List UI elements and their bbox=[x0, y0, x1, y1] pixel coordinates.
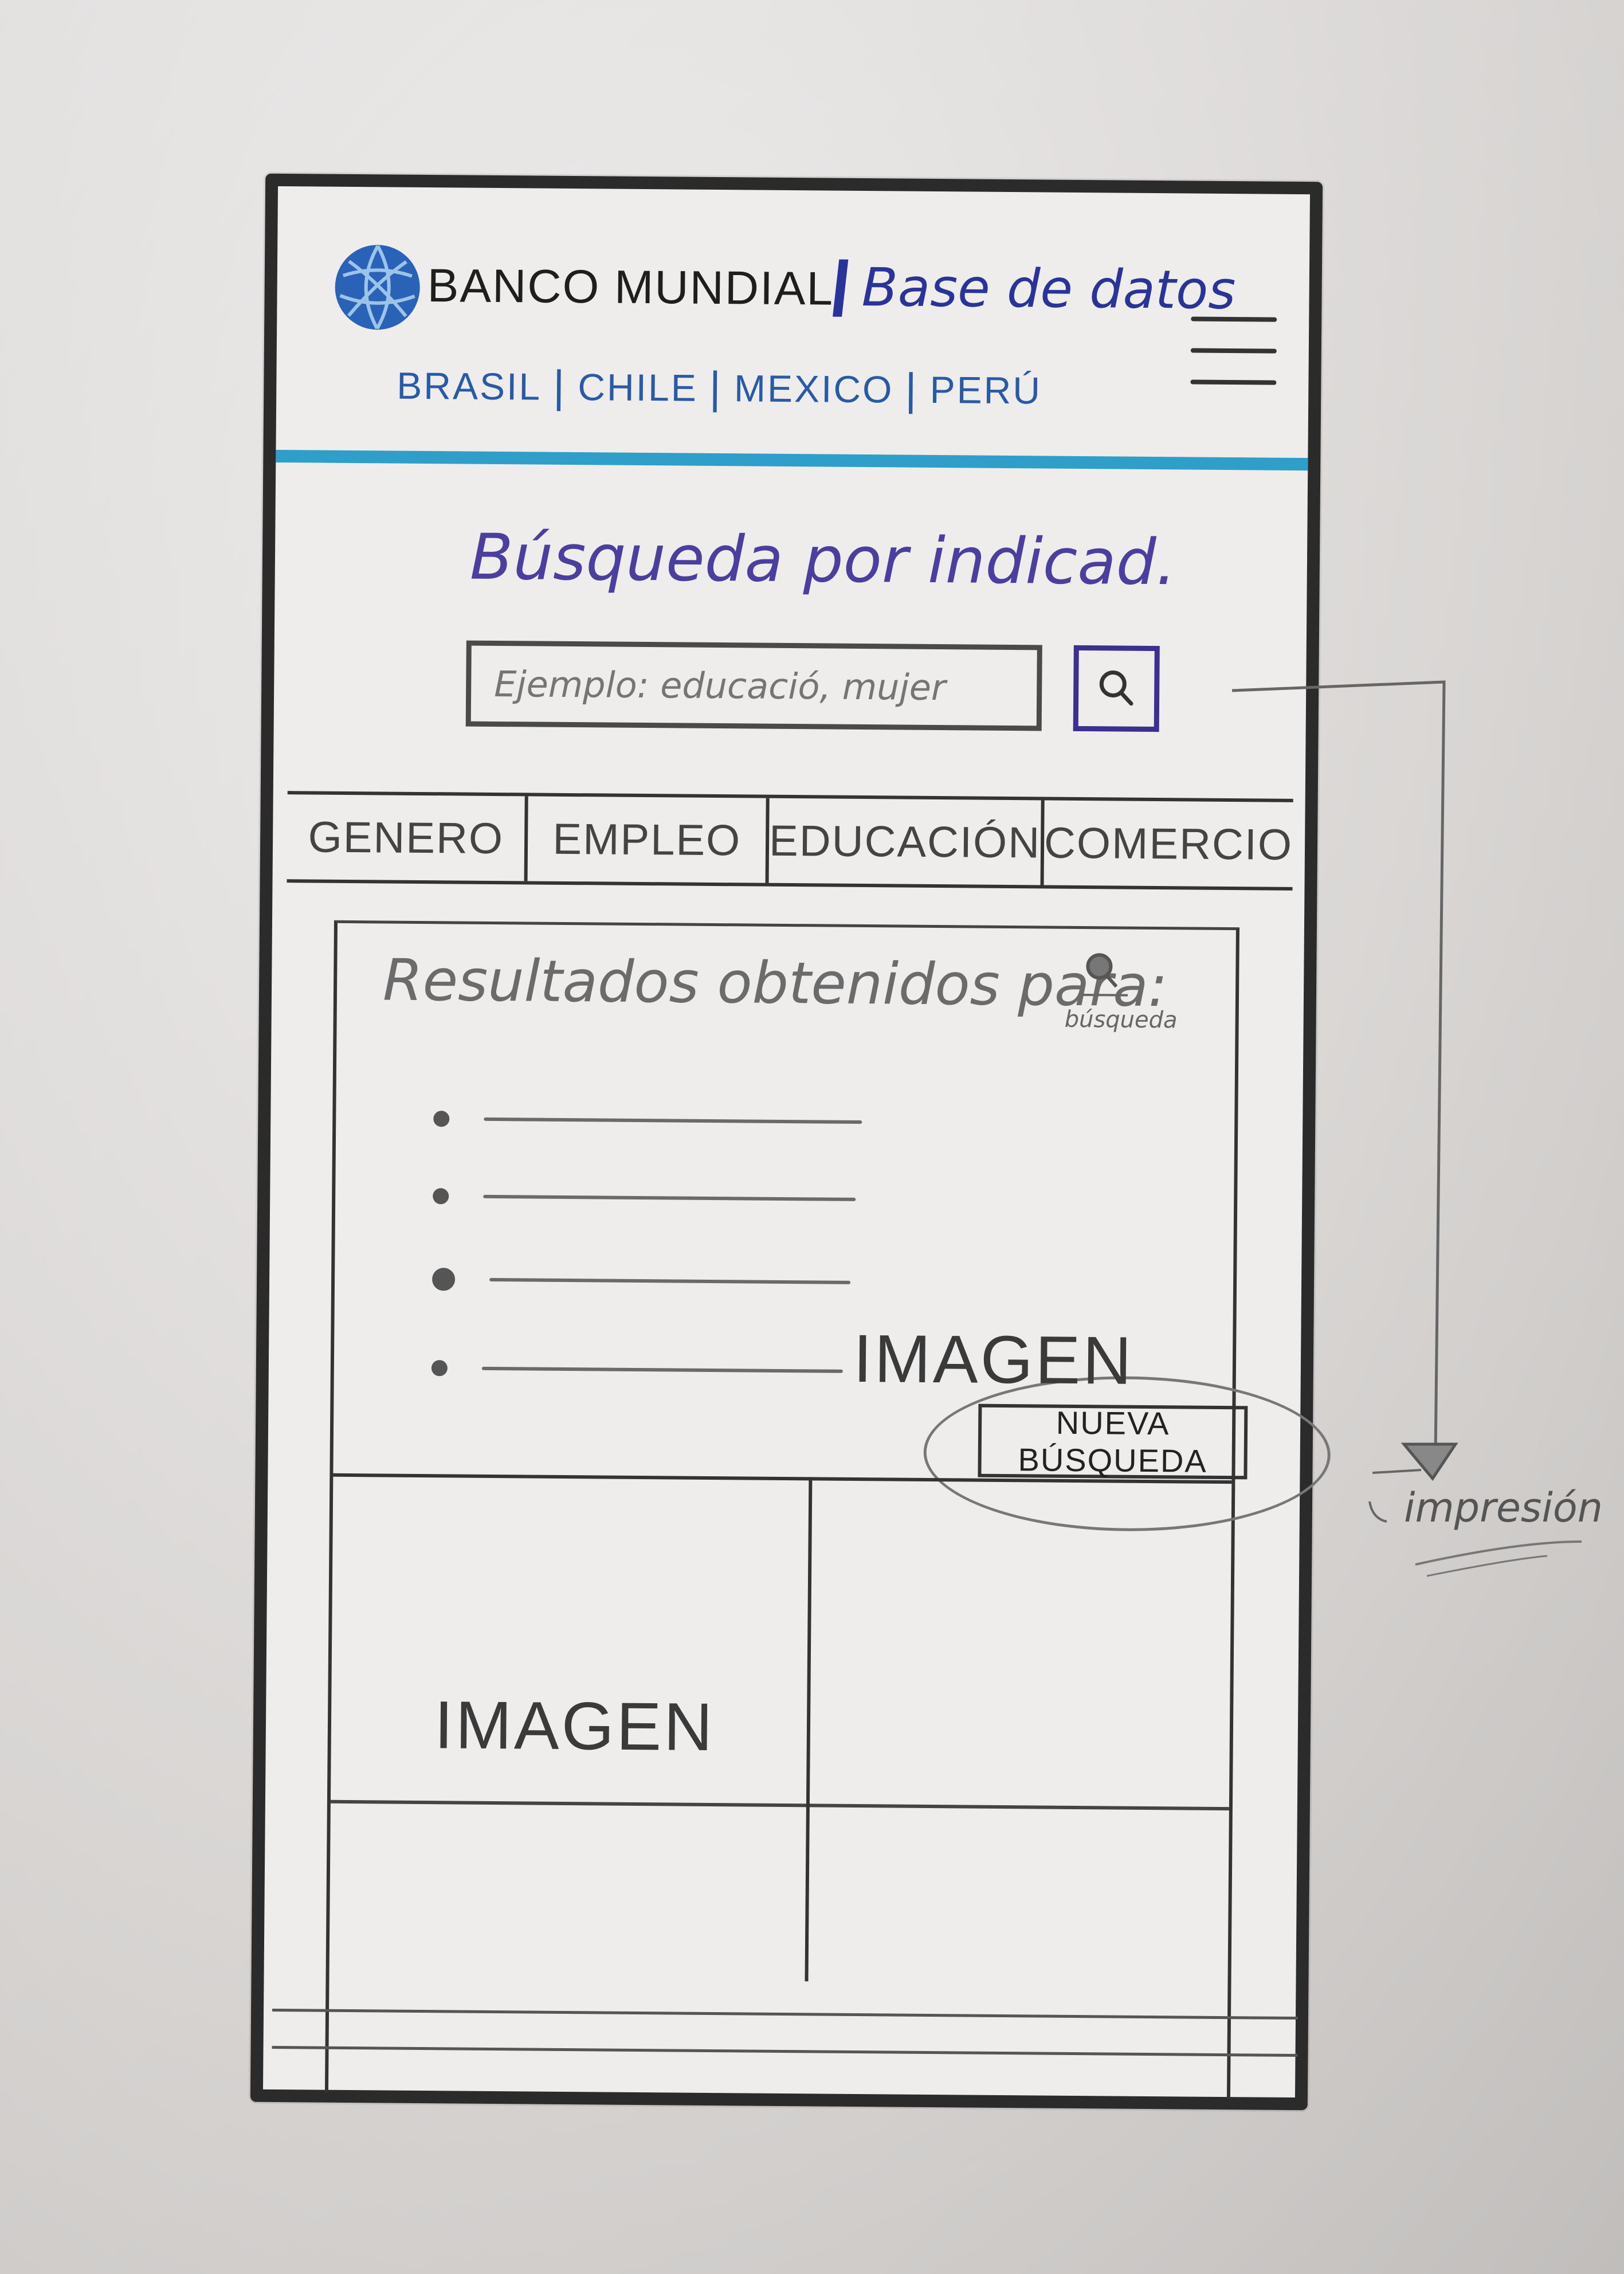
results-panel: Resultados obtenidos para: búsqueda NUEV… bbox=[324, 920, 1331, 2100]
phone-frame: BANCO MUNDIAL Base de datos BRASIL | CHI… bbox=[250, 173, 1331, 2111]
annotation-note: impresión bbox=[1404, 1484, 1603, 1531]
search-icon bbox=[1099, 670, 1133, 706]
search-icon bbox=[1082, 953, 1128, 997]
search-button[interactable] bbox=[1073, 645, 1160, 732]
globe-logo-icon bbox=[335, 245, 420, 330]
